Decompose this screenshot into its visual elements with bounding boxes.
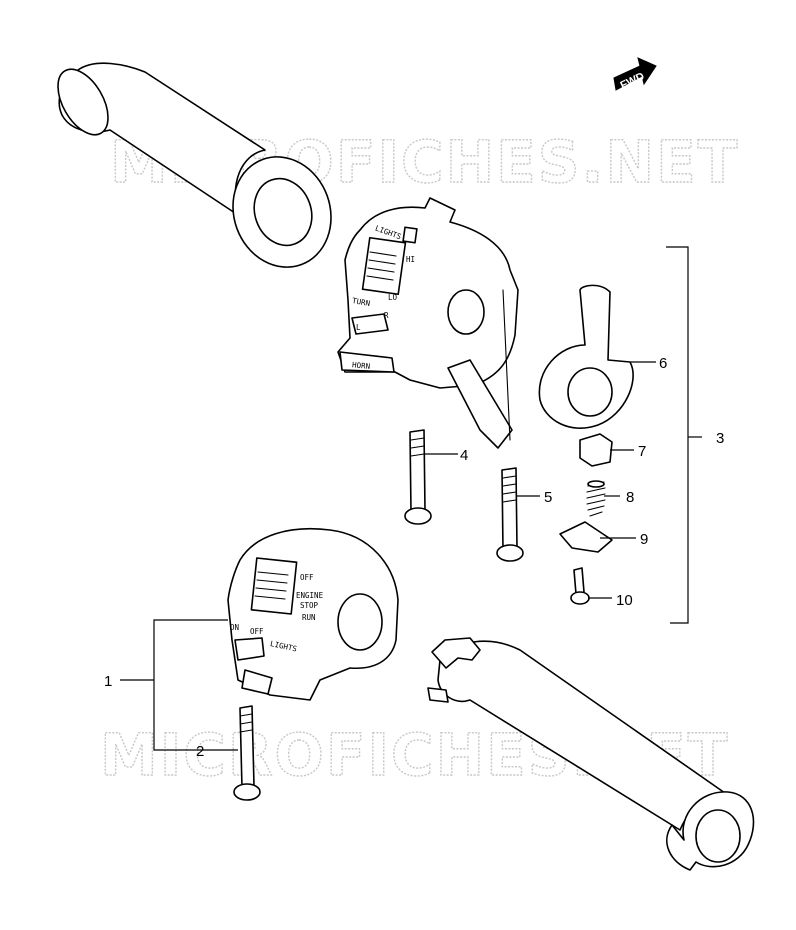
callout-3: 3 xyxy=(716,430,724,447)
screw xyxy=(570,567,590,605)
plate xyxy=(559,521,613,553)
left-switch-l-label: L xyxy=(356,323,361,332)
right-switch-assembly: OFF ENGINE STOP RUN ON OFF LIGHTS xyxy=(227,527,399,701)
left-switch-lo-label: LO xyxy=(388,293,398,302)
left-switch-turn-label: TURN xyxy=(351,296,370,308)
callout-4: 4 xyxy=(460,447,468,464)
callout-1: 1 xyxy=(104,673,112,690)
left-switch-hi-label: HI xyxy=(406,255,415,264)
throttle-guide xyxy=(538,284,634,429)
cap xyxy=(579,433,613,467)
right-switch-off-label: OFF xyxy=(300,573,314,582)
leader-lines xyxy=(120,246,702,751)
right-grip xyxy=(427,637,755,871)
right-switch-on-label: ON xyxy=(230,623,239,632)
callout-2: 2 xyxy=(196,743,204,760)
callout-9: 9 xyxy=(640,531,648,548)
callout-7: 7 xyxy=(638,443,646,460)
callout-6: 6 xyxy=(659,355,667,372)
screw-2 xyxy=(233,705,261,801)
left-grip xyxy=(57,62,332,268)
fwd-arrow-icon: FWD xyxy=(613,57,657,92)
screw-5 xyxy=(496,467,524,562)
right-switch-stop-label: STOP xyxy=(300,601,319,610)
screw-4 xyxy=(404,429,432,525)
right-switch-engine-label: ENGINE xyxy=(296,591,324,600)
left-switch-r-label: R xyxy=(384,311,389,320)
right-switch-off2-label: OFF xyxy=(250,627,264,636)
spring xyxy=(586,480,606,517)
left-switch-assembly: LIGHTS HI LO TURN R L HORN xyxy=(337,197,519,449)
callout-5: 5 xyxy=(544,489,552,506)
callout-10: 10 xyxy=(616,592,633,609)
left-switch-horn-label: HORN xyxy=(352,360,371,371)
right-switch-run-label: RUN xyxy=(302,613,316,622)
callout-8: 8 xyxy=(626,489,634,506)
